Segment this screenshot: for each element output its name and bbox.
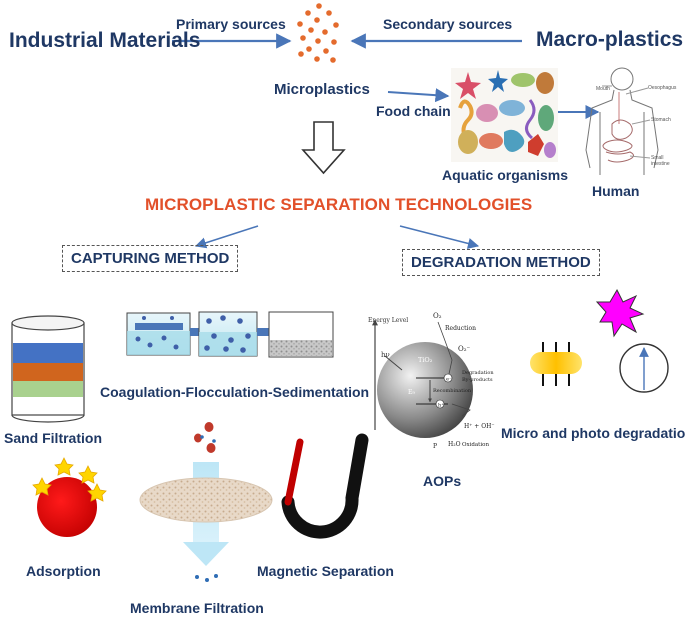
- microplastics-label: Microplastics: [274, 81, 370, 98]
- magnetic-separation-illustration: [281, 433, 369, 539]
- adsorption-illustration: [32, 457, 107, 537]
- food-chain-label: Food chain: [376, 103, 451, 119]
- sand-filtration-illustration: [11, 315, 85, 423]
- small-intestine-label-line1: Small: [651, 155, 664, 161]
- industrial-materials-label: Industrial Materials: [9, 29, 201, 52]
- adsorption-label: Adsorption: [26, 563, 101, 579]
- aquatic-organisms-illustration: [451, 68, 558, 162]
- coagulation-tanks-illustration: [126, 311, 334, 358]
- svg-text:O₂⁻: O₂⁻: [458, 345, 471, 353]
- degradation-method-box: DEGRADATION METHOD: [402, 249, 600, 276]
- to-degradation-arrow: [399, 225, 480, 249]
- human-label: Human: [592, 183, 640, 199]
- svg-text:O₂: O₂: [433, 312, 442, 320]
- aops-label: AOPs: [423, 473, 462, 489]
- capturing-method-box: CAPTURING METHOD: [62, 245, 239, 272]
- svg-text:Oxidation: Oxidation: [462, 442, 489, 448]
- svg-text:hν: hν: [381, 351, 390, 359]
- hollow-down-arrow: [301, 121, 346, 175]
- svg-text:P: P: [433, 443, 437, 450]
- aop-photocatalysis-illustration: Energy Level hν TiO₂ E₉ Recombination e⁻…: [368, 312, 495, 450]
- magnetic-separation-label: Magnetic Separation: [257, 563, 394, 579]
- micro-photo-degradation-label: Micro and photo degradation: [501, 425, 685, 441]
- svg-text:Degradation: Degradation: [462, 370, 494, 376]
- svg-text:e⁻: e⁻: [446, 377, 452, 383]
- secondary-sources-label: Secondary sources: [383, 16, 513, 32]
- stomach-label: Stomach: [651, 117, 671, 123]
- to-capturing-arrow: [194, 225, 259, 249]
- aquatic-organisms-label: Aquatic organisms: [442, 167, 569, 183]
- svg-text:Recombination: Recombination: [433, 388, 472, 394]
- small-intestine-label-line2: intestine: [651, 161, 670, 167]
- photo-degradation-illustration: [595, 288, 669, 393]
- mouth-label: Mouth: [596, 86, 610, 92]
- svg-text:E₉: E₉: [408, 389, 415, 396]
- svg-text:TiO₂: TiO₂: [418, 356, 433, 364]
- svg-text:H₂O: H₂O: [448, 441, 461, 448]
- macro-plastics-label: Macro-plastics: [536, 28, 684, 51]
- svg-text:Energy Level: Energy Level: [368, 317, 408, 324]
- svg-text:Reduction: Reduction: [445, 325, 476, 332]
- microplastic-particles: [297, 3, 339, 63]
- sand-filtration-label: Sand Filtration: [4, 430, 102, 446]
- human-digestive-illustration: [585, 67, 659, 175]
- small-intestine-label: Small intestine: [651, 155, 670, 167]
- primary-sources-label: Primary sources: [176, 16, 286, 32]
- svg-text:H⁺ + OH⁻: H⁺ + OH⁻: [464, 423, 495, 430]
- oesophagus-label: Oesophagus: [648, 85, 677, 91]
- svg-text:h⁺: h⁺: [438, 403, 444, 409]
- svg-text:By-products: By-products: [462, 377, 493, 383]
- coagulation-label: Coagulation-Flocculation-Sedimentation: [100, 384, 370, 400]
- membrane-filtration-label: Membrane Filtration: [130, 600, 264, 616]
- membrane-filtration-illustration: [139, 422, 273, 582]
- microwave-degradation-illustration: [530, 342, 582, 386]
- food-chain-arrow: [387, 88, 450, 103]
- page-title: MICROPLASTIC SEPARATION TECHNOLOGIES: [145, 195, 533, 214]
